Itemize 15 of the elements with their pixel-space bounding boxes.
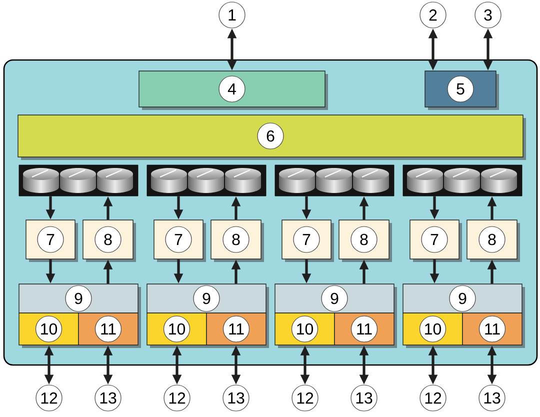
disk-array [18, 164, 138, 196]
disk-array [146, 164, 266, 196]
callout-number: 12 [36, 384, 62, 412]
callout-number: 12 [164, 384, 190, 412]
callout-number: 13 [94, 384, 122, 412]
callout-number: 13 [478, 384, 506, 412]
callout-number: 13 [222, 384, 250, 412]
disk-array [274, 164, 394, 196]
disk-array [402, 164, 522, 196]
callout-number: 12 [292, 384, 318, 412]
callout-number: 12 [420, 384, 446, 412]
callout-number: 1 [218, 2, 246, 28]
callout-number: 3 [474, 2, 502, 28]
callout-number: 2 [420, 2, 446, 28]
callout-number: 13 [350, 384, 378, 412]
